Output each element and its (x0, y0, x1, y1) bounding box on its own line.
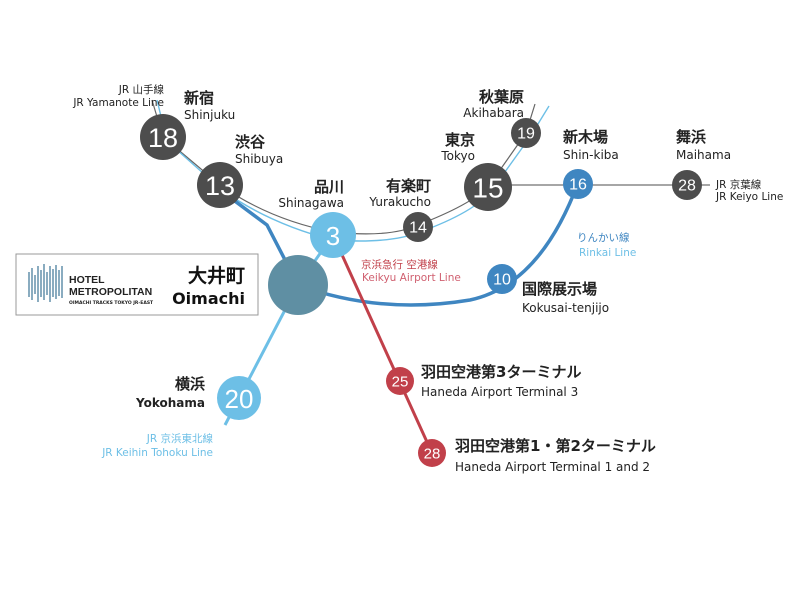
minutes: 15 (472, 173, 503, 204)
station-name-jp: 渋谷 (235, 133, 266, 151)
station-marker (487, 264, 517, 294)
hub-name-jp: 大井町 (188, 264, 245, 287)
keikyu-label-en: Keikyu Airport Line (362, 272, 461, 284)
station-shinjuku: 18 新宿 Shinjuku (140, 89, 235, 160)
station-marker (217, 376, 261, 420)
hotel-logo-sub: OIMACHI TRACKS TOKYO JR-EAST (69, 300, 154, 306)
station-marker (563, 169, 593, 199)
station-name-jp: 秋葉原 (479, 88, 524, 106)
station-kokusai-tenjijo: 10 国際展示場 Kokusai-tenjijo (487, 264, 609, 315)
station-marker (310, 212, 356, 258)
keiyo-label-en: JR Keiyo Line (715, 191, 783, 203)
station-yurakucho: 14 有楽町 Yurakucho (368, 177, 433, 242)
station-name-en: Akihabara (463, 106, 524, 120)
minutes: 13 (205, 171, 235, 201)
yamanote-label-jp: JR 山手線 (118, 83, 165, 96)
station-haneda-terminal-1-2: 28 羽田空港第1・第2ターミナル Haneda Airport Termina… (418, 437, 656, 474)
station-name-jp: 横浜 (175, 375, 205, 393)
station-name-jp: 品川 (314, 178, 344, 196)
keihin-tohoku-line-north (156, 99, 550, 242)
rinkai-label-jp: りんかい線 (577, 231, 630, 244)
keikyu-label-jp: 京浜急行 空港線 (361, 258, 438, 271)
station-name-en: Shibuya (235, 152, 283, 166)
minutes: 3 (326, 221, 340, 251)
station-yokohama: 20 横浜 Yokohama (135, 375, 261, 420)
station-tokyo: 15 東京 Tokyo (440, 131, 512, 211)
station-name-en: Yurakucho (368, 195, 431, 209)
station-name-jp: 舞浜 (676, 128, 706, 146)
station-shinkiba: 16 新木場 Shin-kiba (563, 128, 619, 199)
station-name-jp: 有楽町 (386, 177, 431, 195)
minutes: 10 (493, 272, 511, 289)
keikyu-airport-line (331, 234, 434, 454)
station-haneda-terminal-3: 25 羽田空港第3ターミナル Haneda Airport Terminal 3 (386, 363, 581, 399)
rinkai-label-en: Rinkai Line (579, 247, 636, 259)
station-name-en: Maihama (676, 148, 731, 162)
station-name-jp: 国際展示場 (522, 280, 597, 298)
hotel-logo-line1: HOTEL (69, 274, 105, 286)
station-name-en: Shinagawa (278, 196, 344, 210)
yamanote-line (151, 99, 536, 235)
station-name-en: Shinjuku (184, 108, 235, 122)
hotel-logo-mark (28, 264, 63, 302)
rinkai-line (218, 182, 580, 307)
minutes: 25 (392, 374, 409, 391)
hotel-info-box: HOTEL METROPOLITAN OIMACHI TRACKS TOKYO … (15, 253, 259, 316)
station-name-jp: 羽田空港第3ターミナル (421, 363, 581, 381)
station-marker (672, 170, 702, 200)
station-maihama: 28 舞浜 Maihama (672, 128, 731, 200)
minutes: 18 (148, 123, 178, 153)
station-marker (197, 162, 243, 208)
keiyo-label-jp: JR 京葉線 (715, 178, 762, 191)
station-name-en: Haneda Airport Terminal 3 (421, 385, 578, 399)
minutes: 19 (517, 126, 535, 143)
station-marker (386, 367, 414, 395)
station-marker (418, 439, 446, 467)
station-name-en: Yokohama (135, 396, 205, 410)
minutes: 28 (678, 178, 696, 195)
station-shinagawa: 3 品川 Shinagawa (278, 178, 356, 258)
hub-name-en: Oimachi (172, 289, 245, 308)
station-name-jp: 東京 (445, 131, 475, 149)
station-name-en: Haneda Airport Terminal 1 and 2 (455, 460, 650, 474)
station-akihabara: 19 秋葉原 Akihabara (463, 88, 541, 148)
keihin-label-jp: JR 京浜東北線 (146, 432, 214, 445)
station-name-en: Tokyo (440, 149, 475, 163)
oimachi-hub-marker (268, 255, 328, 315)
keihin-label-en: JR Keihin Tohoku Line (101, 447, 213, 459)
station-shibuya: 13 渋谷 Shibuya (197, 133, 283, 208)
hotel-logo-line2: METROPOLITAN (69, 286, 152, 298)
station-name-en: Kokusai-tenjijo (522, 301, 609, 315)
minutes: 20 (225, 384, 254, 414)
minutes: 16 (569, 177, 587, 194)
station-name-jp: 羽田空港第1・第2ターミナル (455, 437, 656, 455)
station-marker (140, 114, 186, 160)
station-marker (403, 212, 433, 242)
station-name-en: Shin-kiba (563, 148, 619, 162)
station-marker (511, 118, 541, 148)
station-marker (464, 163, 512, 211)
minutes: 28 (424, 446, 441, 463)
yamanote-label-en: JR Yamanote Line (72, 97, 164, 109)
minutes: 14 (409, 220, 427, 237)
station-name-jp: 新宿 (184, 89, 214, 107)
station-name-jp: 新木場 (563, 128, 608, 146)
